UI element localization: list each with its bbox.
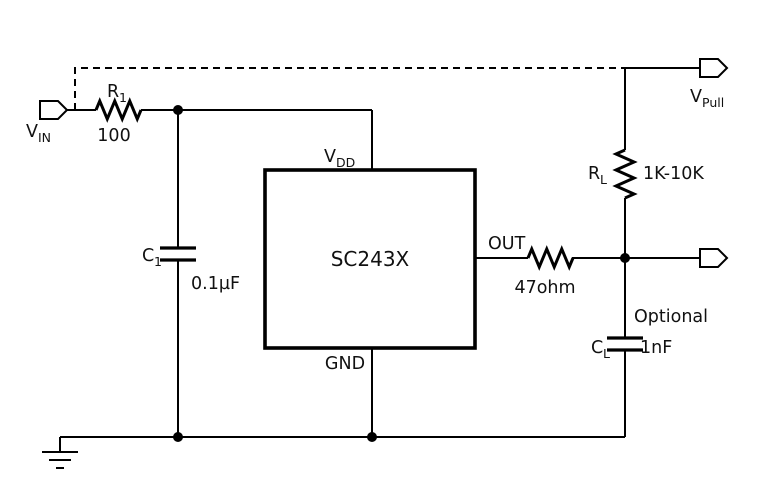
series-resistor-value-label: 47ohm bbox=[514, 278, 575, 298]
r1-ref-sub: 1 bbox=[119, 90, 127, 105]
out-port-symbol bbox=[699, 248, 729, 268]
junction-dot-gnd-chip bbox=[367, 432, 377, 442]
rl-value-label: 1K-10K bbox=[643, 164, 704, 184]
labels: V IN R 1 100 C 1 0.1µF V DD SC243X GND O… bbox=[26, 82, 724, 374]
vin-label-sub: IN bbox=[38, 130, 51, 145]
vdd-pin-sub: DD bbox=[336, 155, 355, 170]
junction-dot-vin-node bbox=[173, 105, 183, 115]
c1-capacitor bbox=[160, 246, 196, 262]
gnd-pin-label: GND bbox=[325, 354, 365, 374]
vin-label: V bbox=[26, 122, 38, 142]
c1-ref-label: C bbox=[142, 246, 154, 266]
ground-symbol bbox=[42, 437, 78, 469]
cl-ref-label: C bbox=[591, 338, 603, 358]
r1-ref-label: R bbox=[107, 82, 119, 102]
vpull-label: V bbox=[690, 87, 702, 107]
rl-ref-label: R bbox=[588, 164, 600, 184]
c1-ref-sub: 1 bbox=[154, 254, 162, 269]
cl-optional-note: Optional bbox=[634, 307, 708, 327]
series-output-resistor bbox=[526, 245, 575, 271]
r1-resistor bbox=[94, 97, 143, 123]
vin-port-symbol bbox=[39, 100, 69, 120]
vpull-port-symbol bbox=[699, 58, 729, 78]
chip-label: SC243X bbox=[331, 247, 410, 271]
vpull-label-sub: Pull bbox=[702, 95, 724, 110]
cl-value-label: 1nF bbox=[640, 338, 672, 358]
pullup-dashed-wire bbox=[74, 67, 625, 110]
r1-value-label: 100 bbox=[97, 126, 130, 146]
junction-dot-gnd-c1 bbox=[173, 432, 183, 442]
c1-value-label: 0.1µF bbox=[191, 274, 240, 294]
rl-resistor bbox=[612, 148, 638, 200]
vdd-pin-label: V bbox=[324, 147, 336, 167]
cl-ref-sub: L bbox=[603, 346, 610, 361]
out-label: OUT bbox=[488, 234, 526, 254]
wires bbox=[60, 67, 700, 438]
rl-ref-sub: L bbox=[600, 172, 607, 187]
junction-dot-out-node bbox=[620, 253, 630, 263]
cl-capacitor bbox=[607, 336, 643, 352]
chip-body bbox=[263, 168, 477, 350]
